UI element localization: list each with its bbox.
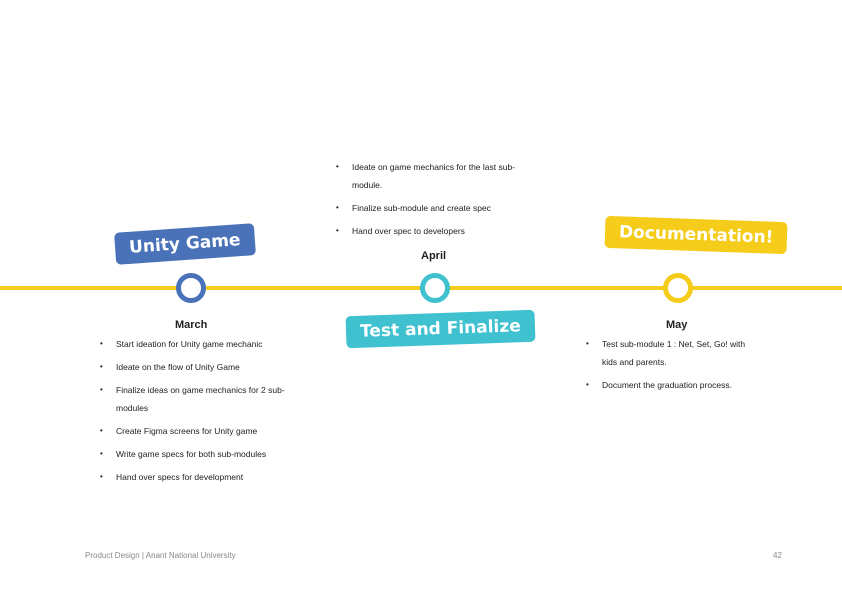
list-item: Ideate on the flow of Unity Game	[98, 358, 298, 376]
list-item: Ideate on game mechanics for the last su…	[334, 158, 522, 194]
tag-unity-game: Unity Game	[114, 223, 256, 265]
list-item: Hand over specs for development	[98, 468, 298, 486]
april-task-list: Ideate on game mechanics for the last su…	[334, 158, 534, 245]
list-item: Write game specs for both sub-modules	[98, 445, 298, 463]
month-may: May	[666, 319, 688, 331]
list-item: Document the graduation process.	[584, 376, 784, 394]
may-task-list: Test sub-module 1 : Net, Set, Go! with k…	[584, 335, 784, 399]
tag-documentation: Documentation!	[604, 215, 788, 255]
page-number: 42	[773, 551, 782, 560]
node-may	[663, 273, 693, 303]
month-march: March	[175, 319, 208, 331]
list-item: Test sub-module 1 : Net, Set, Go! with k…	[584, 335, 762, 371]
node-march	[176, 273, 206, 303]
list-item: Create Figma screens for Unity game	[98, 422, 298, 440]
footer-title: Product Design | Anant National Universi…	[85, 551, 236, 560]
march-task-list: Start ideation for Unity game mechanic I…	[98, 335, 298, 491]
month-april: April	[421, 250, 447, 262]
list-item: Finalize sub-module and create spec	[334, 199, 534, 217]
list-item: Hand over spec to developers	[334, 222, 534, 240]
list-item: Start ideation for Unity game mechanic	[98, 335, 298, 353]
list-item: Finalize ideas on game mechanics for 2 s…	[98, 381, 296, 417]
tag-test-and-finalize: Test and Finalize	[345, 309, 536, 349]
node-april	[420, 273, 450, 303]
